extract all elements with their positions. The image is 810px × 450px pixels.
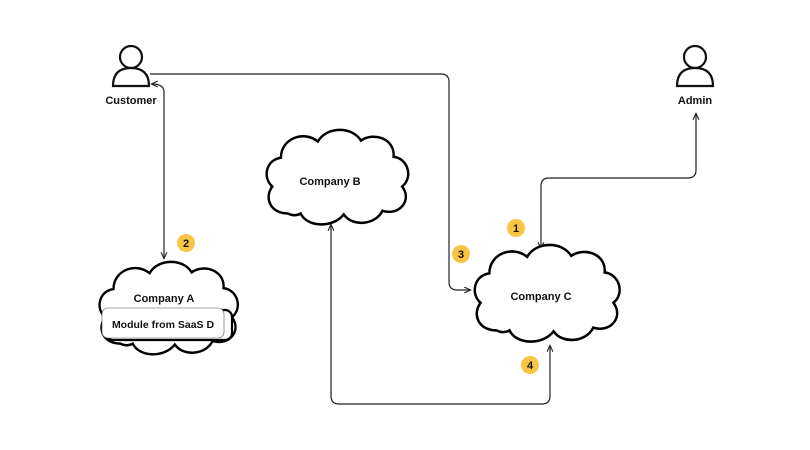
module-saas-d-box[interactable]: Module from SaaS D <box>101 307 234 342</box>
admin-actor[interactable]: Admin <box>675 44 715 107</box>
svg-text:4: 4 <box>527 360 534 372</box>
connector-company-b-company-c <box>331 225 550 405</box>
user-icon <box>111 44 151 88</box>
step-badge-3: 3 <box>452 245 470 263</box>
admin-label: Admin <box>678 95 713 107</box>
step-badge-2: 2 <box>177 234 195 252</box>
user-icon <box>675 44 715 88</box>
svg-text:1: 1 <box>513 223 519 235</box>
customer-label: Customer <box>105 95 157 107</box>
svg-text:3: 3 <box>458 249 464 261</box>
connector-customer-company-a <box>152 84 164 258</box>
company-b-label: Company B <box>299 176 360 188</box>
company-c-label: Company C <box>510 291 571 303</box>
step-badge-4: 4 <box>521 356 539 374</box>
svg-text:2: 2 <box>183 238 189 250</box>
module-label: Module from SaaS D <box>112 319 215 331</box>
company-a-label: Company A <box>134 293 195 305</box>
step-badge-1: 1 <box>507 219 525 237</box>
customer-actor[interactable]: Customer <box>105 44 157 107</box>
connector-admin-company-c <box>541 114 696 248</box>
